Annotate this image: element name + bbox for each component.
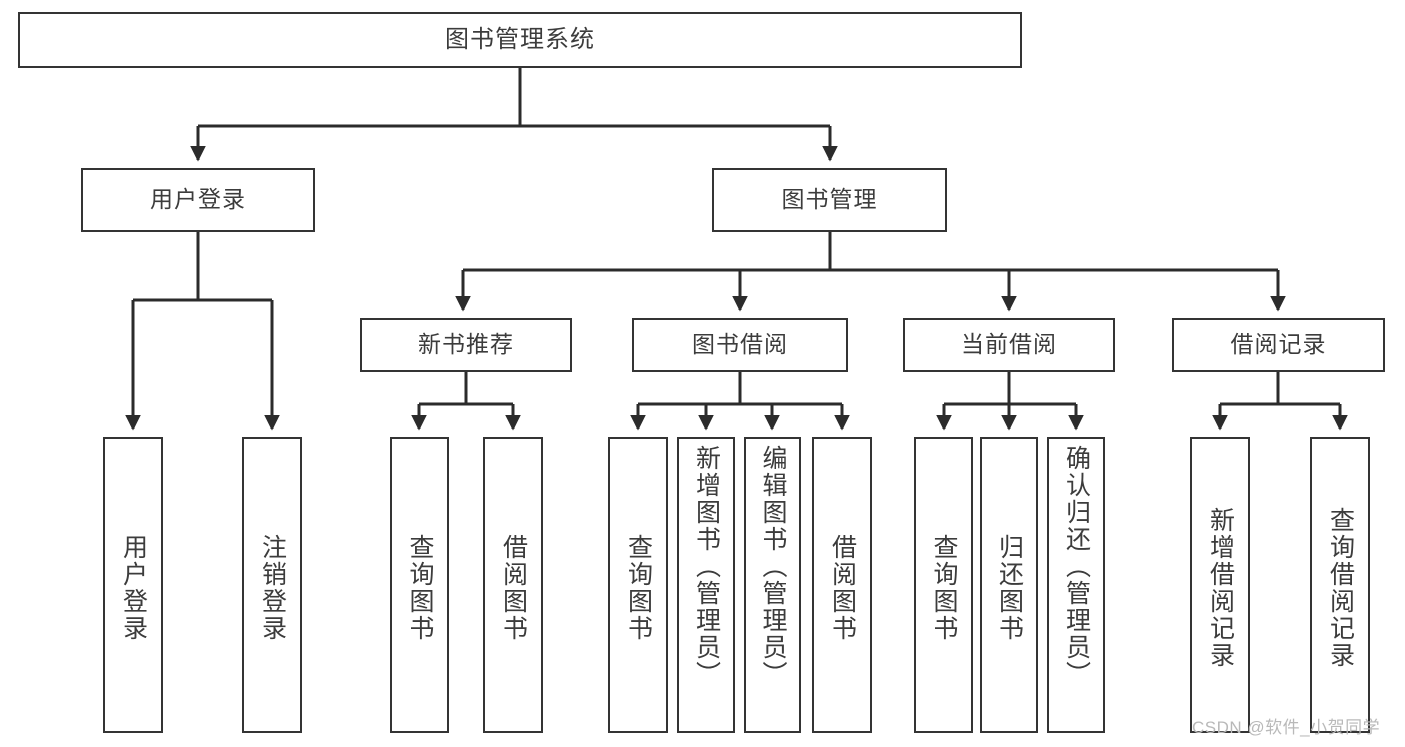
node-label: 用户登录 — [119, 534, 148, 642]
leaf-borrow-book-recommend[interactable]: 借阅图书 — [483, 437, 543, 733]
leaf-edit-book-admin[interactable]: 编辑图书（管理员） — [744, 437, 801, 733]
node-label: 图书管理 — [781, 186, 878, 213]
node-label: 新增借阅记录 — [1206, 507, 1235, 669]
node-root-system[interactable]: 图书管理系统 — [18, 12, 1022, 68]
leaf-add-book-admin[interactable]: 新增图书（管理员） — [677, 437, 735, 733]
node-label: 查询图书 — [624, 534, 653, 642]
leaf-confirm-return-admin[interactable]: 确认归还（管理员） — [1047, 437, 1105, 733]
node-label: 借阅图书 — [828, 534, 857, 642]
node-label: 借阅记录 — [1230, 331, 1327, 358]
node-borrow-record[interactable]: 借阅记录 — [1172, 318, 1385, 372]
leaf-logout-login[interactable]: 注销登录 — [242, 437, 302, 733]
node-label: 新增图书（管理员） — [692, 445, 721, 688]
node-label: 当前借阅 — [961, 331, 1057, 358]
node-label: 用户登录 — [150, 186, 246, 213]
node-label: 新书推荐 — [418, 331, 514, 358]
node-label: 确认归还（管理员） — [1062, 445, 1091, 688]
leaf-add-borrow-record[interactable]: 新增借阅记录 — [1190, 437, 1250, 733]
node-label: 归还图书 — [995, 534, 1024, 642]
node-book-manage[interactable]: 图书管理 — [712, 168, 947, 232]
leaf-return-book[interactable]: 归还图书 — [980, 437, 1038, 733]
node-current-borrow[interactable]: 当前借阅 — [903, 318, 1115, 372]
csdn-watermark: CSDN @软件_小贺同学 — [1192, 718, 1381, 737]
node-user-login[interactable]: 用户登录 — [81, 168, 315, 232]
node-label: 查询图书 — [930, 534, 958, 642]
node-label: 注销登录 — [258, 534, 287, 642]
leaf-borrow-book[interactable]: 借阅图书 — [812, 437, 872, 733]
node-label: 查询借阅记录 — [1326, 507, 1355, 669]
node-label: 图书管理系统 — [445, 25, 595, 53]
node-new-book-recommend[interactable]: 新书推荐 — [360, 318, 572, 372]
leaf-query-book-borrow[interactable]: 查询图书 — [608, 437, 668, 733]
node-label: 借阅图书 — [499, 534, 528, 642]
leaf-user-login[interactable]: 用户登录 — [103, 437, 163, 733]
leaf-query-borrow-record[interactable]: 查询借阅记录 — [1310, 437, 1370, 733]
node-label: 查询图书 — [406, 534, 434, 642]
node-book-borrow[interactable]: 图书借阅 — [632, 318, 848, 372]
leaf-query-book-recommend[interactable]: 查询图书 — [390, 437, 449, 733]
node-label: 编辑图书（管理员） — [759, 445, 787, 688]
node-label: 图书借阅 — [692, 331, 788, 358]
leaf-query-book-current[interactable]: 查询图书 — [914, 437, 973, 733]
